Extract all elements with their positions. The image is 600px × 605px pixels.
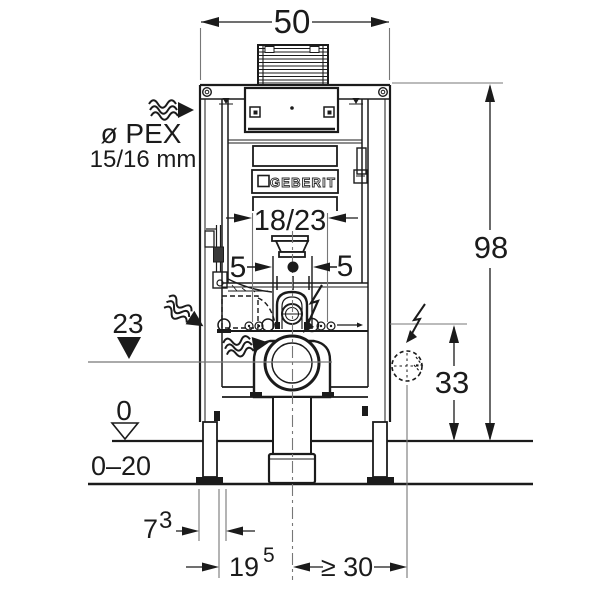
dim-floor-range-label: 0–20 [91,451,151,481]
access-panel [243,86,340,134]
dim-width-label: 50 [274,3,311,40]
pex-label-line2: 15/16 mm [90,146,197,173]
dim-73-base: 7 [143,514,158,544]
dim-195-base: 19 [229,552,259,582]
dim-flush-pipe-label: 18/23 [254,205,327,237]
dim-conn-height-label: 33 [435,365,469,400]
extension-lines [88,28,503,580]
flush-plate-shaft [257,44,329,86]
foot-plate [196,477,223,485]
dim-side-min-label: ≥ 30 [321,552,373,582]
supply-flow-arrow-icon [159,292,210,336]
concealed-cistern [219,98,363,283]
pex-label-line1: ø PEX [101,118,182,149]
optional-zone-dashed [221,295,277,329]
brand-logo: GEBERIT [270,175,336,190]
pex-flow-arrow-icon [148,99,195,121]
foot-plate [367,477,394,485]
electrical-bolt-inner-icon [303,284,323,333]
water-level-icon [219,98,363,105]
dim-offset-left-label: 5 [230,251,247,284]
dim-total-height-label: 98 [474,230,508,265]
electrical-bolt-outer-icon [406,303,426,343]
fixing-hole-icon [201,86,389,97]
dim-offset-right-label: 5 [337,250,354,283]
logo-plate [251,169,339,194]
dim-floor-zero-label: 0 [116,395,132,426]
flush-bend-fitting [271,235,310,258]
electrical-outlet-icon [391,350,424,382]
dim-73-sup: 3 [159,507,172,534]
mounting-frame [198,83,392,422]
level-marker-filled-icon [117,337,141,359]
dimensions: 50 18/23 5 5 23 0 0–20 [91,3,508,582]
dim-195-sup: 5 [263,544,275,567]
dim-outlet-height-label: 23 [112,308,143,339]
logo-square-icon [257,174,270,188]
frame-legs [196,406,394,485]
level-marker-open-icon [110,422,140,441]
filling-valve [204,225,273,293]
right-rail-fitting [353,147,368,184]
